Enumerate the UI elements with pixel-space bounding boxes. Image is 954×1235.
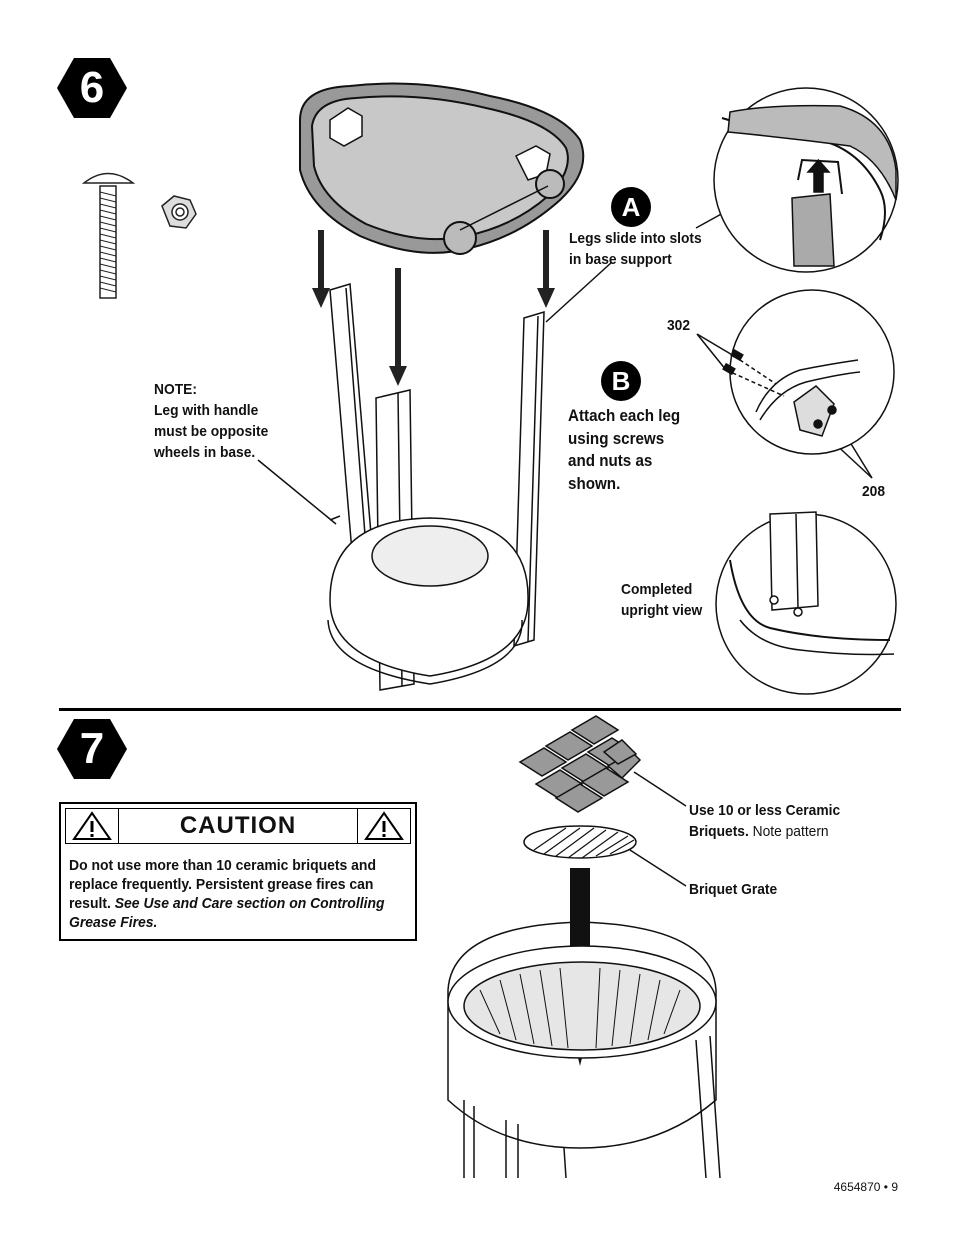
briquet-grate-illustration bbox=[523, 825, 637, 859]
step7-leader-lines bbox=[629, 771, 687, 887]
callout-b-line-1: Attach each leg bbox=[568, 407, 681, 425]
section-divider bbox=[59, 708, 901, 711]
callout-b-badge: B bbox=[601, 361, 641, 401]
callout-a-badge: A bbox=[611, 187, 651, 227]
briquets-label: Use 10 or less Ceramic Briquets. Note pa… bbox=[689, 800, 840, 842]
briquets-line-2: Briquets. Note pattern bbox=[689, 821, 840, 842]
step-6-marker: 6 bbox=[57, 58, 127, 118]
nut-208-illustration bbox=[161, 195, 197, 229]
detail-circle-a bbox=[713, 87, 899, 273]
step-7-number: 7 bbox=[79, 724, 105, 773]
note-line-4: wheels in base. bbox=[154, 444, 256, 461]
callout-a-line-2: in base support bbox=[569, 251, 672, 268]
caution-header: CAUTION bbox=[65, 808, 411, 844]
part-number-302: 302 bbox=[667, 317, 691, 334]
step-7-marker: 7 bbox=[57, 719, 127, 779]
caution-line-3: result. See Use and Care section on Cont… bbox=[69, 894, 385, 913]
briquets-bold: Briquets. bbox=[689, 823, 749, 840]
note-line-3: must be opposite bbox=[154, 423, 269, 440]
briquets-note: Note pattern bbox=[748, 823, 829, 840]
caution-box: CAUTION Do not use more than 10 ceramic … bbox=[59, 802, 417, 941]
completed-line-1: Completed bbox=[621, 581, 693, 598]
caution-line-2: replace frequently. Persistent grease fi… bbox=[69, 876, 374, 893]
warning-icon bbox=[357, 809, 410, 843]
callout-b-text: Attach each leg using screws and nuts as… bbox=[568, 405, 680, 495]
callout-b-line-2: using screws bbox=[568, 429, 665, 448]
page-footer: 4654870 • 9 bbox=[833, 1180, 898, 1194]
completed-line-2: upright view bbox=[621, 602, 703, 619]
caution-title: CAUTION bbox=[179, 812, 297, 839]
callout-a-line-1: Legs slide into slots bbox=[569, 230, 702, 247]
briquets-line-1: Use 10 or less Ceramic bbox=[689, 802, 841, 819]
arrows-down bbox=[312, 230, 555, 386]
caution-line-3-italic: See Use and Care section on Controlling bbox=[114, 895, 385, 912]
detail-circle-b bbox=[722, 289, 895, 455]
briquet-grate-label: Briquet Grate bbox=[689, 881, 778, 898]
hexagon-icon bbox=[57, 58, 127, 118]
firebowl-illustration bbox=[327, 515, 529, 685]
callout-a-text: Legs slide into slots in base support bbox=[569, 228, 702, 270]
callout-b-line-4: shown. bbox=[568, 474, 621, 493]
completed-view-label: Completed upright view bbox=[621, 579, 702, 621]
base-support-tray bbox=[299, 82, 585, 255]
hexagon-icon bbox=[57, 719, 127, 779]
step-6-number: 6 bbox=[79, 63, 105, 112]
note-line-2: Leg with handle bbox=[154, 402, 259, 419]
caution-text: Do not use more than 10 ceramic briquets… bbox=[69, 856, 385, 932]
grill-body-illustration bbox=[447, 921, 721, 1179]
caution-line-3-plain: result. bbox=[69, 895, 115, 912]
note-text: NOTE: Leg with handle must be opposite w… bbox=[154, 379, 268, 463]
part-number-208: 208 bbox=[862, 483, 886, 500]
note-line-1: NOTE: bbox=[154, 381, 197, 398]
callout-b-line-3: and nuts as bbox=[568, 452, 653, 470]
screw-302-illustration bbox=[81, 172, 136, 299]
warning-icon bbox=[66, 809, 119, 843]
ceramic-briquets-illustration bbox=[518, 715, 642, 813]
caution-line-4: Grease Fires. bbox=[69, 913, 385, 932]
caution-line-1: Do not use more than 10 ceramic briquets… bbox=[69, 857, 376, 874]
detail-circle-completed bbox=[715, 511, 897, 695]
caution-line-4-italic: Grease Fires. bbox=[69, 914, 158, 931]
